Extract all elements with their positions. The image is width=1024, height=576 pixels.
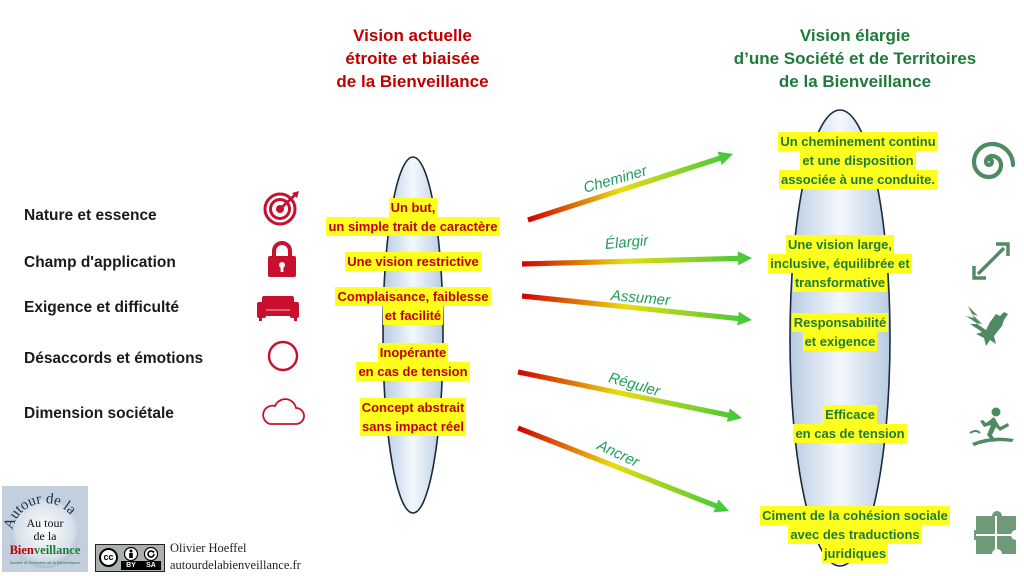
expanded-item-line: Ciment de la cohésion sociale [760,506,950,525]
padlock-icon [268,241,296,277]
expanded-item-line: Efficace [823,405,877,424]
cc-license-badge: cc BY SA [95,544,165,572]
logo-line: de la [33,529,57,543]
expanded-title-line: Vision élargie [799,26,911,45]
current-item-line: Un but, [388,198,438,217]
dimension-label: Nature et essence [24,207,157,224]
expanded-item-line: et une disposition [800,151,916,170]
current-item-line: en cas de tension [356,362,470,381]
logo-line: Au tour [26,516,64,530]
eagle-icon [966,306,1008,346]
expanded-vision-item: Efficace en cas de tension [735,405,965,443]
current-vision-title: Vision actuelle étroite et biaisée de la… [300,24,525,93]
current-item-line: et facilité [382,306,444,325]
dimension-label: Dimension sociétale [24,405,174,422]
expanded-vision-item: Un cheminement continu et une dispositio… [735,132,981,189]
current-vision-item: Une vision restrictive [300,252,526,271]
current-item-line: Inopérante [377,343,449,362]
logo-brand: Bienveillance [2,543,88,558]
expanded-title-line: d’une Société et de Territoires [733,49,977,68]
expanded-item-line: Responsabilité [791,313,889,332]
expanded-vision-item: Ciment de la cohésion sociale avec des t… [735,506,975,563]
by-label: BY [121,561,141,570]
cc-logo: cc [99,548,118,567]
sa-label: SA [141,561,161,570]
expanded-item-line: avec des traductions [788,525,922,544]
current-item-line: un simple trait de caractère [326,217,500,236]
current-vision-item: Un but, un simple trait de caractère [300,198,526,236]
current-item-line: sans impact réel [360,417,466,436]
transformation-arrow [521,251,752,267]
author-name: Olivier Hoeffel [170,541,247,555]
expanded-item-line: Un cheminement continu [778,132,938,151]
expanded-item-line: et exigence [802,332,878,351]
current-title-line: étroite et biaisée [345,49,480,68]
current-vision-item: Inopérante en cas de tension [300,343,526,381]
sa-icon [143,547,159,561]
logo-brand-b: veillance [33,543,81,557]
expanded-item-line: inclusive, équilibrée et [768,254,912,273]
sofa-icon [257,296,299,321]
cloud-icon [262,398,305,425]
double-arrow-icon [972,242,1010,280]
logo-tagline: Société et Territoires de la Bienveillan… [9,560,81,565]
expanded-vision-title: Vision élargie d’une Société et de Terri… [690,24,1020,93]
expanded-title-line: de la Bienveillance [778,72,932,91]
transformation-arrow [517,369,742,422]
transformation-arrow [517,425,729,513]
expanded-vision-item: Responsabilité et exigence [735,313,945,351]
website-link[interactable]: autourdelabienveillance.fr [170,558,301,572]
expanded-item-line: Une vision large, [785,235,895,254]
expanded-vision-item: Une vision large, inclusive, équilibrée … [735,235,945,292]
current-item-line: Concept abstrait [359,398,467,417]
expanded-item-line: en cas de tension [793,424,907,443]
puzzle-icon [974,511,1016,554]
expanded-item-line: juridiques [821,544,889,563]
brand-logo: Autour de la Au tour de la Bienveillance… [2,486,88,572]
current-item-line: Complaisance, faiblesse [335,287,491,306]
current-vision-item: Concept abstrait sans impact réel [300,398,526,436]
target-icon [263,191,299,226]
dimension-label: Désaccords et émotions [24,350,204,367]
dimension-label: Exigence et difficulté [24,299,180,316]
current-item-line: Une vision restrictive [345,252,481,271]
surfer-icon [969,407,1014,446]
spiral-icon [971,141,1015,180]
circle-icon [267,340,299,372]
current-title-line: Vision actuelle [353,26,472,45]
expanded-item-line: associée à une conduite. [779,170,937,189]
dimension-label: Champ d'application [24,254,176,271]
logo-brand-a: Bien [9,543,34,557]
by-icon [123,547,139,561]
transformation-arrow [521,293,752,326]
expanded-item-line: transformative [792,273,888,292]
current-vision-item: Complaisance, faiblesse et facilité [300,287,526,325]
current-title-line: de la Bienveillance [336,72,489,91]
transformation-arrow [527,151,733,223]
